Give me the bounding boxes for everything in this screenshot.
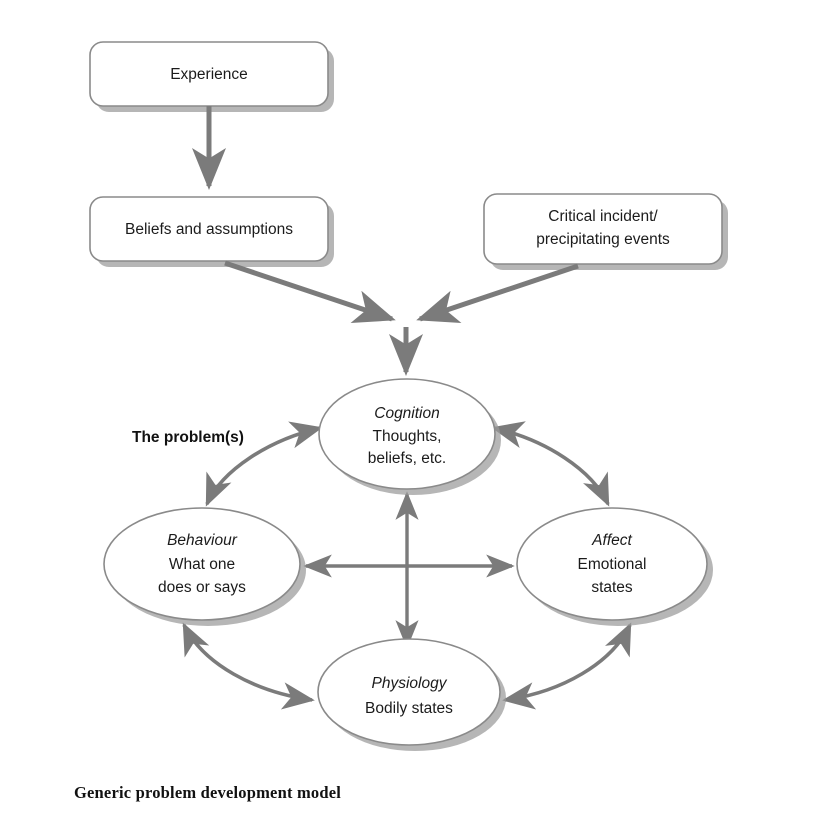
arrow-critical-incident-to-junction bbox=[416, 263, 579, 324]
affect-ellipse[interactable] bbox=[516, 507, 708, 621]
physiology-title: Physiology bbox=[372, 675, 448, 692]
affect-line2: states bbox=[591, 579, 633, 596]
node-affect[interactable]: Affect Emotional states bbox=[516, 507, 713, 626]
affect-line1: Emotional bbox=[578, 556, 647, 573]
node-physiology[interactable]: Physiology Bodily states bbox=[317, 638, 506, 751]
behaviour-line1: What one bbox=[169, 556, 235, 573]
beliefs-label: Beliefs and assumptions bbox=[125, 221, 293, 238]
critical-incident-box[interactable] bbox=[483, 193, 723, 265]
beliefs-box[interactable] bbox=[89, 196, 329, 262]
experience-label: Experience bbox=[170, 66, 248, 83]
physiology-ellipse[interactable] bbox=[317, 638, 501, 746]
arrow-cognition-behaviour bbox=[205, 421, 323, 507]
affect-title: Affect bbox=[591, 532, 632, 549]
node-beliefs[interactable]: Beliefs and assumptions bbox=[89, 196, 334, 267]
cognition-line2: beliefs, etc. bbox=[368, 450, 446, 467]
physiology-line1: Bodily states bbox=[365, 700, 453, 717]
node-experience[interactable]: Experience bbox=[89, 41, 334, 112]
node-cognition[interactable]: Cognition Thoughts, beliefs, etc. bbox=[318, 378, 501, 495]
arrow-behaviour-physiology bbox=[182, 622, 315, 710]
node-critical-incident[interactable]: Critical incident/ precipitating events bbox=[483, 193, 728, 270]
cognition-ellipse[interactable] bbox=[318, 378, 496, 490]
critical-incident-label-line2: precipitating events bbox=[536, 231, 670, 248]
the-problems-label: The problem(s) bbox=[132, 429, 244, 446]
behaviour-ellipse[interactable] bbox=[103, 507, 301, 621]
cognition-title: Cognition bbox=[374, 405, 440, 422]
critical-incident-label-line1: Critical incident/ bbox=[548, 208, 658, 225]
cognition-line1: Thoughts, bbox=[373, 428, 442, 445]
arrow-beliefs-to-junction bbox=[224, 260, 396, 324]
node-behaviour[interactable]: Behaviour What one does or says bbox=[103, 507, 306, 626]
arrow-cognition-affect bbox=[491, 421, 610, 507]
behaviour-line2: does or says bbox=[158, 579, 246, 596]
behaviour-title: Behaviour bbox=[167, 532, 238, 549]
figure-caption: Generic problem development model bbox=[74, 783, 342, 802]
arrow-physiology-affect bbox=[502, 622, 632, 710]
